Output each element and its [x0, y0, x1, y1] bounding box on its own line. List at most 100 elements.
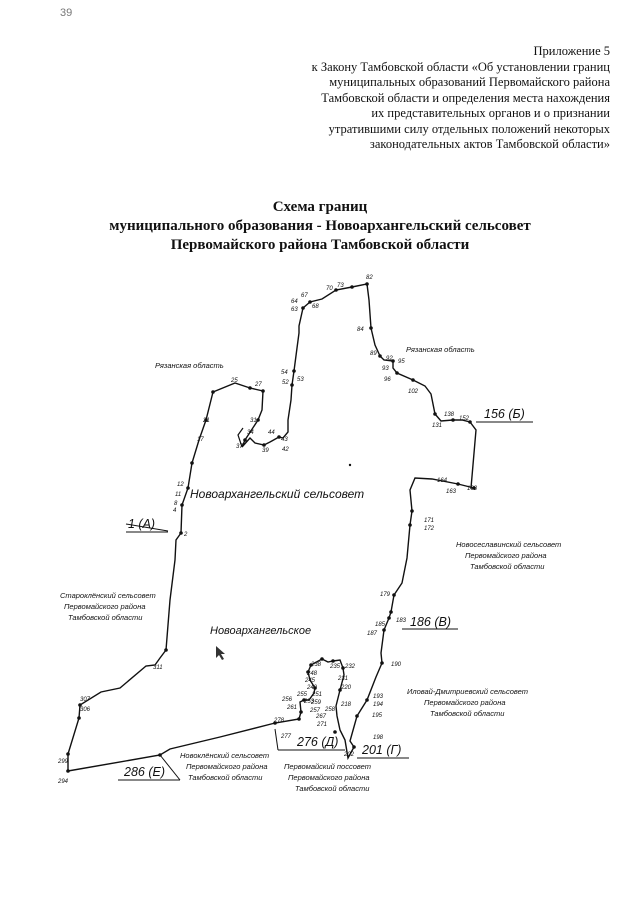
- point-label: 64: [291, 299, 298, 305]
- center-label: Новоархангельский сельсовет: [190, 487, 364, 501]
- point-label: 21: [202, 418, 210, 424]
- title-line-3: Первомайского района Тамбовской области: [170, 237, 470, 253]
- marker-186-v: 186 (В): [410, 615, 451, 629]
- point-label: 34: [247, 430, 254, 436]
- point-label: 11: [175, 492, 181, 498]
- appendix-line: законодательных актов Тамбовской области…: [369, 137, 610, 151]
- marker-201-g: 201 (Г): [361, 743, 401, 757]
- point-label: 235: [329, 664, 341, 670]
- point-label: 259: [310, 700, 322, 706]
- point-label: 299: [57, 759, 69, 765]
- point-label: 168: [467, 486, 478, 492]
- point-label: 102: [408, 389, 419, 395]
- marker-1-a: 1 (А): [128, 517, 155, 531]
- point-label: 67: [301, 293, 308, 299]
- point-label: 258: [324, 707, 336, 713]
- appendix-line: их представительных органов и о признани…: [371, 106, 610, 120]
- region-ilovai-3: Тамбовской области: [430, 709, 505, 718]
- point-label: 131: [432, 423, 442, 429]
- point-label: 267: [315, 714, 327, 720]
- point-label: 294: [57, 779, 69, 785]
- region-novokleny-2: Первомайского района: [186, 762, 268, 771]
- region-novokleny-1: Новоклёнский сельсовет: [180, 751, 269, 760]
- point-label: 82: [366, 275, 373, 281]
- point-label: 251: [311, 692, 322, 698]
- point-label: 231: [337, 676, 348, 682]
- point-label: 163: [446, 489, 457, 495]
- point-label: 138: [444, 412, 455, 418]
- point-label: 185: [375, 622, 386, 628]
- boundary-spur: [237, 427, 244, 448]
- point-label: 172: [424, 526, 435, 532]
- point-label: 195: [372, 713, 383, 719]
- title-line-1: Схема границ: [272, 199, 368, 215]
- point-label: 245: [304, 678, 316, 684]
- point-label: 42: [282, 447, 289, 453]
- point-label: 307: [80, 697, 91, 703]
- appendix-line: муниципальных образований Первомайского …: [329, 75, 610, 89]
- marker-286-e: 286 (Е): [123, 765, 165, 779]
- point-label: 249: [306, 685, 318, 691]
- marker-leader-e: [159, 754, 181, 781]
- point-label: 218: [340, 702, 352, 708]
- point-label: 52: [282, 380, 289, 386]
- point-label: 43: [281, 437, 288, 443]
- region-ryazan-top: Рязанская область: [406, 345, 475, 354]
- point-label: 257: [309, 708, 321, 714]
- region-novoseslavino-2: Первомайского района: [465, 551, 547, 560]
- point-label: 44: [268, 430, 275, 436]
- point-label: 68: [312, 304, 319, 310]
- point-label: 255: [296, 692, 308, 698]
- region-ilovai-1: Иловай-Дмитриевский сельсовет: [407, 687, 528, 696]
- point-label: 54: [281, 370, 288, 376]
- point-label: 271: [316, 722, 327, 728]
- point-label: 73: [337, 283, 344, 289]
- point-label: 89: [370, 351, 377, 357]
- point-label: 164: [437, 478, 448, 484]
- point-label: 202: [343, 752, 355, 758]
- point-label: 25: [230, 378, 238, 384]
- marker-156-b: 156 (Б): [484, 407, 525, 421]
- region-ilovai-2: Первомайского района: [424, 698, 506, 707]
- point-label: 39: [262, 448, 269, 454]
- point-label: 183: [396, 618, 407, 624]
- point-label: 70: [326, 286, 333, 292]
- region-starokleny-3: Тамбовской области: [68, 613, 143, 622]
- scan-page-mark: 39: [60, 7, 73, 19]
- appendix-line: Тамбовской области и определения места н…: [321, 90, 610, 105]
- region-pervomaisky-1: Первомайский поссовет: [284, 762, 371, 771]
- point-label: 96: [384, 377, 391, 383]
- region-starokleny-1: Староклёнский сельсовет: [60, 591, 156, 600]
- point-label: 4: [173, 508, 177, 514]
- point-label: 31: [250, 418, 257, 424]
- marker-leader-d: [274, 728, 279, 751]
- point-label: 179: [380, 592, 391, 598]
- point-label: 95: [398, 359, 405, 365]
- point-label: 8: [174, 501, 178, 507]
- appendix-line: Приложение 5: [533, 44, 610, 58]
- page-title: Схема границ муниципального образования …: [0, 198, 640, 255]
- point-label: 190: [391, 662, 402, 668]
- cursor-icon: [216, 646, 225, 660]
- point-label: 278: [273, 718, 285, 724]
- marker-leader-a: [125, 523, 169, 532]
- point-label: 193: [373, 694, 384, 700]
- point-label: 93: [382, 366, 389, 372]
- point-label: 311: [153, 665, 163, 671]
- region-pervomaisky-3: Тамбовской области: [295, 784, 370, 793]
- point-label: 198: [373, 735, 384, 741]
- point-label: 84: [357, 327, 364, 333]
- point-label: 12: [177, 482, 184, 488]
- region-starokleny-2: Первомайского района: [64, 602, 146, 611]
- point-label: 277: [280, 734, 292, 740]
- vertex-labels: 2 4 8 11 12 17 21 25 27 31 34 37 39 42 4…: [57, 275, 478, 785]
- village-label: Новоархангельское: [210, 625, 311, 637]
- point-label: 232: [344, 664, 356, 670]
- point-label: 238: [310, 662, 322, 668]
- region-novoseslavino-3: Тамбовской области: [470, 562, 545, 571]
- point-label: 2: [183, 532, 188, 538]
- point-label: 256: [281, 697, 293, 703]
- region-ryazan-left: Рязанская область: [155, 361, 224, 370]
- boundary-line: [67, 283, 477, 772]
